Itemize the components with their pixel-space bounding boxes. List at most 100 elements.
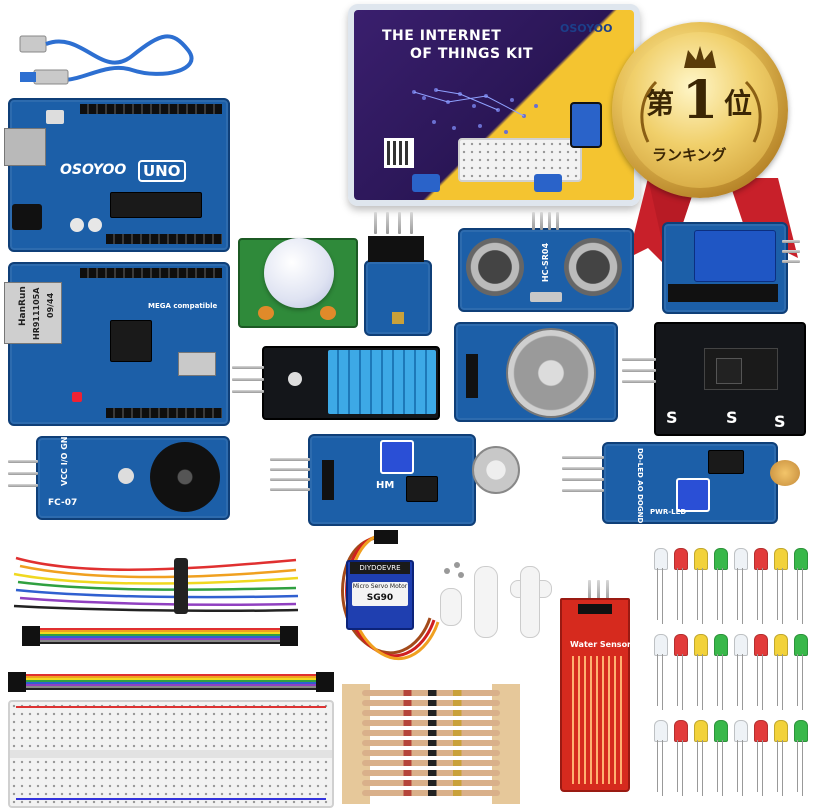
sound-model-label: HM [376,480,395,491]
comparator-chip [708,450,744,474]
uno-model-label: UNO [138,160,186,182]
mount-hole [118,468,134,484]
rank-prefix-text: 第 [646,87,675,120]
kit-title-line1: THE INTERNET [382,28,502,44]
screws [444,560,466,580]
led-clear [734,548,748,624]
usb-cable [19,34,194,85]
servo-brand-label: DIYDOEVRE [350,562,410,574]
buzzer-module: FC-07 VCC I/O GND [36,430,230,520]
sensitivity-pot [676,478,710,512]
ir-pin-s2-label: S [726,408,738,427]
water-sensor-pins [586,580,612,602]
mount-hole [288,372,302,386]
led-green [714,634,728,710]
dht11-sensor [328,350,436,414]
led-green [714,720,728,796]
resistor-strip [342,684,520,804]
pir-lens [264,238,334,308]
usb-b-port [4,128,46,166]
ldr-pins-label: DO-LED AO DOGND VCC [636,448,644,542]
buzzer [150,442,220,512]
dht11-pins [232,362,264,396]
led-yellow [694,720,708,796]
potentiometer [258,306,274,320]
mega-compatible-label: MEGA compatible [148,302,218,310]
led-red [754,634,768,710]
potentiometer [320,306,336,320]
light-sensor: DO-LED AO DOGND VCC PWR-LED [602,442,778,541]
box-latch [412,174,440,192]
led-red [754,720,768,796]
gas-sensor-mesh [506,328,596,418]
header-body [368,236,424,262]
shield-header-top [80,268,222,278]
ethernet-brand-label: HanRun [18,286,28,326]
reset-button [46,110,64,124]
ultrasonic-pins [530,212,562,230]
world-map-graphic [412,88,538,134]
relay-terminal [668,284,778,302]
kit-brand-label: OSOYOO [560,22,613,35]
atmega-chip [110,192,202,218]
led-red [674,720,688,796]
water-sensor-label: Water Sensor [570,640,632,649]
sound-pins [270,456,310,496]
ir-module: S S S [654,322,806,436]
crystal [530,292,562,302]
mq-gas-sensor [454,322,618,422]
photoresistor [770,460,800,486]
ultrasonic-sensor: HC-SR04 [458,228,634,312]
box-latch [534,174,562,192]
led-green [794,720,808,796]
light-pins [562,454,604,498]
relay-block [694,230,776,282]
transistor [716,358,742,384]
servo-horn [474,566,498,638]
ethernet-part-label: HR911105A [32,287,41,340]
w5100-chip [110,320,152,362]
box-breadboard [458,138,582,182]
ultrasonic-transducer [466,238,524,296]
laurel-icon [640,80,762,143]
ultrasonic-transducer [564,238,622,296]
led-yellow [774,634,788,710]
sensitivity-pot [380,440,414,474]
microphone [472,446,520,494]
analog-header [106,234,222,244]
ranking-ribbon-text: ランキング [652,146,727,164]
led-yellow [774,720,788,796]
digital-header [80,104,222,114]
led-red [754,548,768,624]
led-clear [654,548,668,624]
servo-model-label: SG90 [366,593,394,603]
pir-sensor [238,238,358,328]
servo-subtitle-label: Micro Servo Motor [352,583,408,590]
led-yellow [694,634,708,710]
rj45-jack [4,282,62,344]
capacitor [70,218,84,232]
sensor-chip [392,312,404,324]
phone-graphic [570,102,602,148]
relay-module [662,222,788,314]
header-body [322,460,334,500]
led-clear [654,634,668,710]
led-red [674,548,688,624]
led-clear [734,634,748,710]
led-green [794,548,808,624]
led-yellow [694,548,708,624]
kit-title-line2: OF THINGS KIT [410,46,534,62]
breadboard [8,700,334,808]
servo-label-sticker: Micro Servo Motor SG90 [352,582,408,606]
ir-pin-s-label: S [666,408,678,427]
sd-slot [178,352,216,376]
ultrasonic-model-label: HC-SR04 [541,242,551,283]
sg90-servo: DIYDOEVRE Micro Servo Motor SG90 [346,560,414,630]
led-clear [734,720,748,796]
shield-header-bottom [106,408,222,418]
servo-horn [440,588,462,626]
led-red [674,634,688,710]
uno-board: OSOYOO UNO [4,98,230,252]
ethernet-shield: HanRun HR911105A 09/44 MEGA compatible [4,262,230,426]
